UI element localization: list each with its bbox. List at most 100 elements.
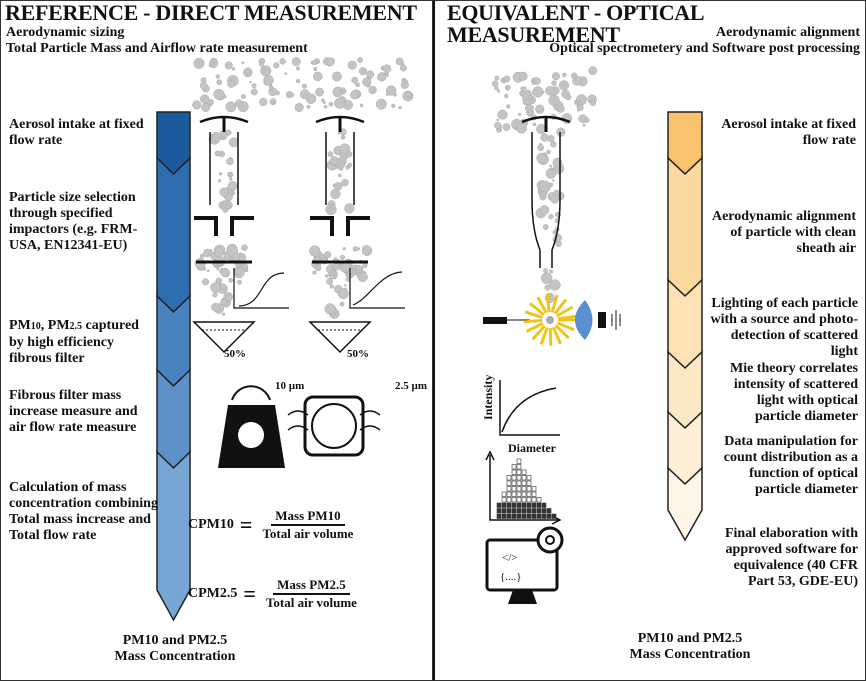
histogram-cell <box>506 480 512 486</box>
particle-icon <box>225 129 232 136</box>
particle-icon <box>542 224 549 230</box>
particle-icon <box>339 261 351 273</box>
scattered-light-icon <box>523 319 543 324</box>
particle-icon <box>340 134 346 140</box>
formula2-den: Total air volume <box>265 595 357 610</box>
particle-icon <box>329 156 339 165</box>
particle-icon <box>309 245 321 257</box>
particle-icon <box>548 94 560 106</box>
particle-icon <box>231 252 241 262</box>
particle-icon <box>357 247 361 251</box>
particle-icon <box>405 91 412 99</box>
particle-icon <box>504 84 511 91</box>
particle-icon <box>326 278 333 285</box>
particle-icon <box>331 270 337 276</box>
particle-icon <box>332 71 342 82</box>
particle-icon <box>502 123 511 131</box>
particle-icon <box>251 83 257 89</box>
particle-icon <box>556 127 566 137</box>
histogram-cell <box>511 497 517 503</box>
histogram-cell <box>531 502 537 508</box>
scattered-light-icon <box>554 324 570 340</box>
particle-icon <box>199 81 208 90</box>
particle-icon <box>263 74 274 86</box>
histogram-cell <box>526 486 532 492</box>
left-step-3: PM10, PM2.5 captured by high efficiency … <box>9 318 139 366</box>
particle-icon <box>326 57 335 66</box>
particle-icon <box>279 58 286 65</box>
particle-icon <box>578 99 581 103</box>
particle-icon <box>549 164 553 168</box>
right-step-1: Aerosol intake at fixed flow rate <box>721 117 856 148</box>
particle-icon <box>337 288 349 300</box>
left-step-2: Particle size selection through specifie… <box>9 190 138 253</box>
particle-icon <box>368 85 377 95</box>
scattered-light-icon <box>553 298 568 315</box>
histogram-cell <box>506 508 512 514</box>
right-step-2: Aerodynamic alignment of particle with c… <box>711 209 856 256</box>
curve1-label: 50% <box>224 348 246 360</box>
particle-icon <box>222 312 226 316</box>
scattered-light-icon <box>536 296 548 314</box>
particle-icon <box>261 66 267 72</box>
graph-xlabel: Diameter <box>508 441 556 455</box>
histogram-cell <box>526 480 532 486</box>
particle-icon <box>494 121 502 129</box>
particle-icon <box>221 136 226 140</box>
particle-icon <box>228 277 234 283</box>
histogram-cell <box>551 513 557 519</box>
particle-icon <box>545 85 555 96</box>
particle-icon <box>228 172 233 178</box>
particle-icon <box>211 132 221 142</box>
histogram-cell <box>526 513 532 519</box>
particle-icon <box>273 62 280 69</box>
particle-icon <box>224 61 233 70</box>
particle-icon <box>350 90 360 100</box>
impactor-nozzle-icon <box>194 216 254 236</box>
histogram-cell <box>531 497 537 503</box>
particle-icon <box>218 262 222 267</box>
histogram-cell <box>526 502 532 508</box>
particle-icon <box>327 151 334 157</box>
particle-icon <box>540 133 549 142</box>
particle-icon <box>583 117 590 124</box>
scattered-light-icon <box>556 321 575 332</box>
particle-icon <box>227 79 236 88</box>
particle-icon <box>210 61 215 66</box>
particle-icon <box>244 67 253 75</box>
particle-icon <box>324 274 329 278</box>
particle-icon <box>549 269 554 274</box>
particle-icon <box>324 303 336 315</box>
scattered-light-icon <box>531 324 546 341</box>
particle-icon <box>240 94 246 100</box>
histogram-cell <box>516 458 522 464</box>
particle-icon <box>549 279 561 291</box>
particle-icon <box>385 93 389 96</box>
histogram-cell <box>501 497 507 503</box>
histogram-cell <box>521 502 527 508</box>
particle-icon <box>315 87 324 97</box>
scattered-light-icon <box>524 310 543 319</box>
particle-icon <box>558 80 570 91</box>
particle-icon <box>576 109 580 112</box>
left-step-5: Calculation of mass concentration combin… <box>9 480 158 543</box>
particle-icon <box>201 278 210 286</box>
particle-icon <box>337 131 341 135</box>
histogram-cell <box>521 491 527 497</box>
histogram-cell <box>506 513 512 519</box>
particle-icon <box>531 80 537 85</box>
histogram-cell <box>506 475 512 481</box>
particle-icon <box>313 67 318 72</box>
fan-ring <box>311 403 357 449</box>
left-arrow-segment-5 <box>156 450 191 622</box>
histogram-cell <box>511 502 517 508</box>
left-subtitle-1: Aerodynamic sizing <box>6 25 125 40</box>
particle-icon <box>206 269 210 272</box>
particle-icon <box>362 263 368 269</box>
particle-icon <box>539 180 551 193</box>
particle-icon <box>339 254 345 260</box>
particle-icon <box>556 104 565 113</box>
curve2-axis: 2.5 µm <box>395 380 428 392</box>
histogram-cell <box>526 497 532 503</box>
graph-ylabel: Intensity <box>481 374 495 420</box>
